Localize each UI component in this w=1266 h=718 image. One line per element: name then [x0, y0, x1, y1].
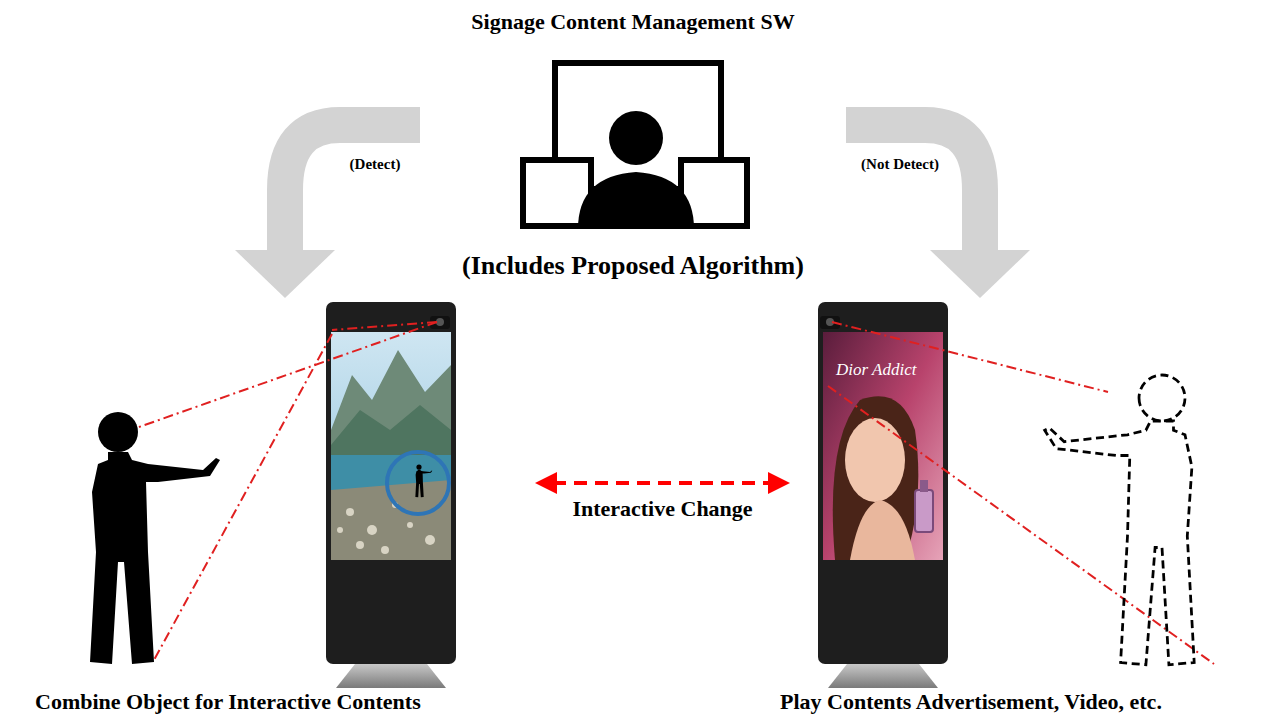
camera-view-line	[122, 322, 1214, 664]
arrow-head	[930, 250, 1030, 298]
title-text: Signage Content Management SW	[471, 9, 794, 34]
edge-label: Interactive Change	[572, 496, 752, 521]
connector-arrow	[235, 125, 420, 298]
arrow-head	[768, 472, 790, 494]
edge-label: (Detect)	[350, 156, 401, 173]
subtitle-text: (Includes Proposed Algorithm)	[462, 251, 804, 281]
ad-brand-text: Dior Addict	[836, 360, 916, 380]
left-kiosk	[326, 302, 456, 688]
caption-text: Combine Object for Interactive Contents	[35, 689, 421, 714]
right-kiosk	[818, 302, 948, 688]
connector-line	[553, 481, 772, 485]
diagram-node: Signage Content Management SW (Includes P…	[420, 5, 846, 285]
detected-person	[90, 412, 220, 664]
undetected-person	[1045, 375, 1195, 665]
connector-line	[285, 125, 420, 254]
connector-arrow	[535, 472, 790, 494]
caption-text: Play Contents Advertisement, Video, etc.	[780, 689, 1162, 714]
connector-line	[846, 125, 980, 254]
connector-arrow	[846, 125, 1030, 298]
edge-label: (Not Detect)	[861, 156, 939, 173]
arrow-head	[535, 472, 557, 494]
arrow-head	[235, 250, 335, 298]
diagram-node: Combine Object for Interactive Contents	[20, 298, 530, 716]
workstation-icon	[523, 63, 747, 229]
